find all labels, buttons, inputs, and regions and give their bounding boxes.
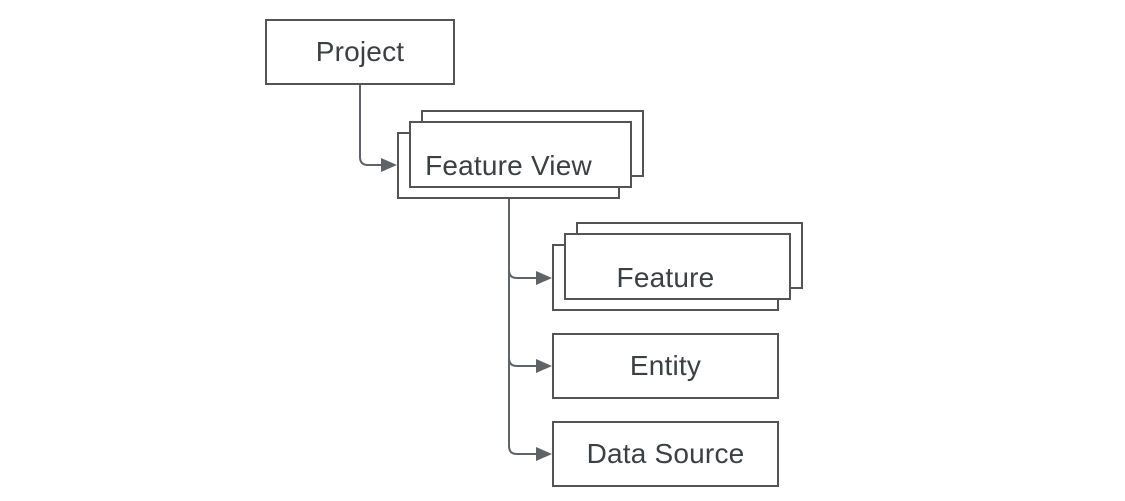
edge-project-to-feature-view — [359, 85, 381, 166]
arrowhead-feature-view — [381, 158, 397, 172]
node-project: Project — [265, 19, 455, 85]
arrowhead-feature — [536, 271, 552, 285]
node-entity: Entity — [552, 333, 779, 399]
node-feature-view: Feature View — [397, 132, 620, 199]
arrowhead-entity — [536, 359, 552, 373]
edge-feature-view-to-feature — [508, 269, 536, 279]
edge-feature-view-trunk — [508, 199, 536, 455]
arrowhead-data-source — [536, 447, 552, 461]
node-feature-view-label: Feature View — [425, 149, 592, 181]
node-entity-label: Entity — [629, 350, 702, 381]
edge-feature-view-to-entity — [508, 357, 536, 367]
node-feature-label: Feature — [616, 261, 715, 293]
node-project-label: Project — [315, 36, 405, 67]
node-feature: Feature — [552, 244, 779, 311]
node-data-source-label: Data Source — [586, 438, 745, 469]
node-data-source: Data Source — [552, 421, 779, 487]
